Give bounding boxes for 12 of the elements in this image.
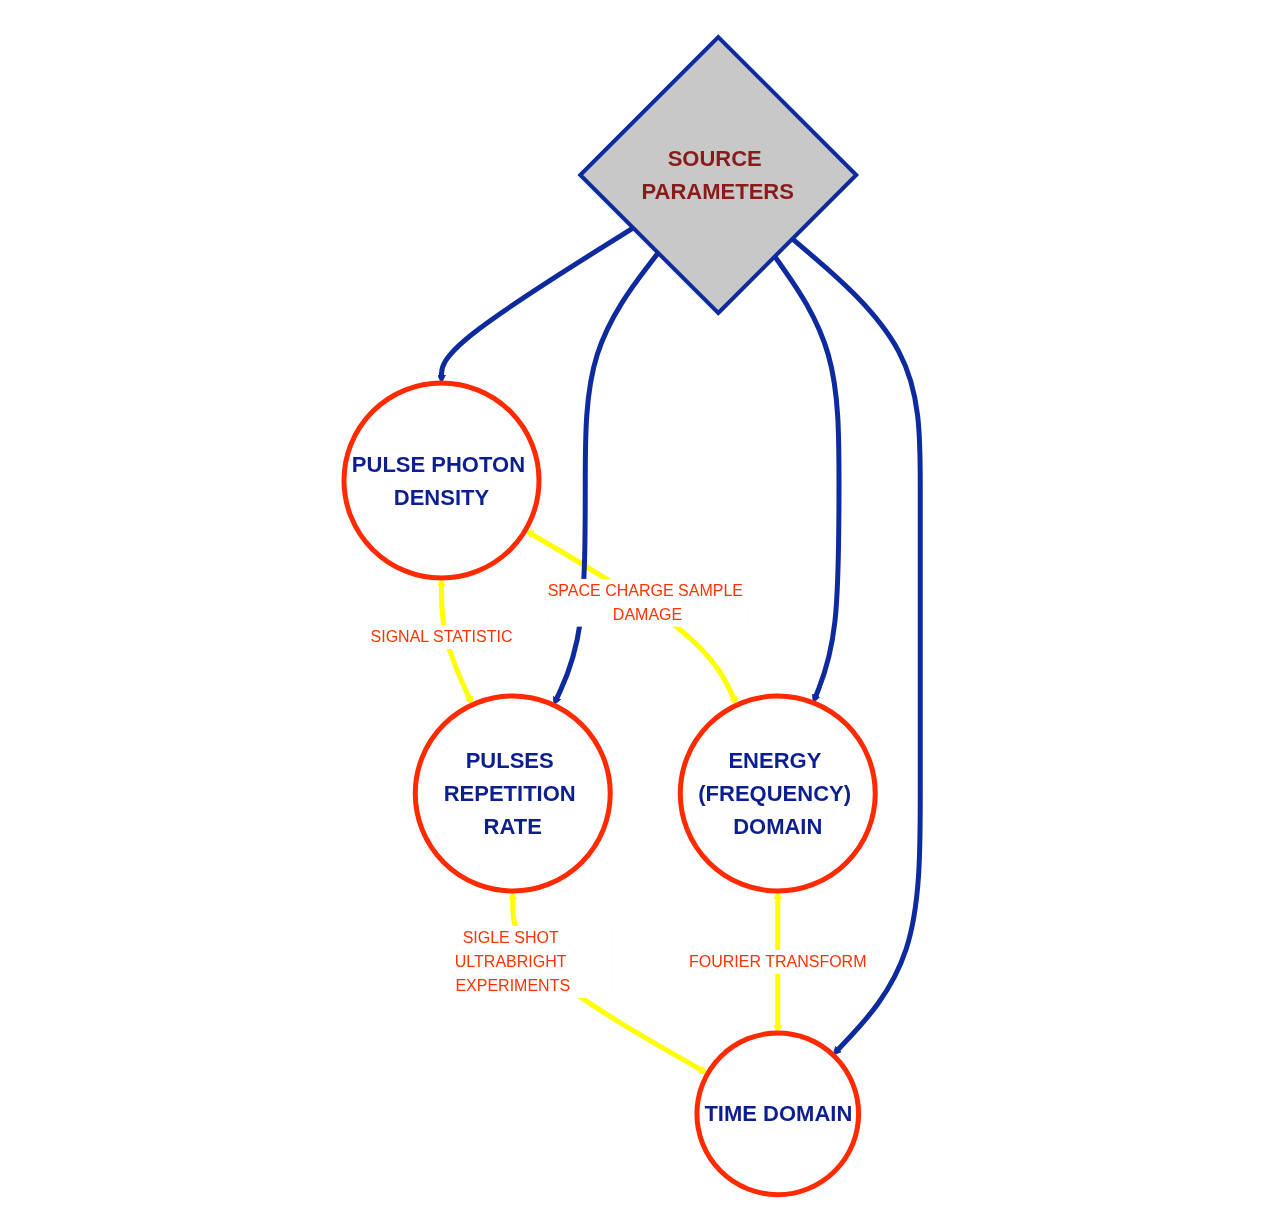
edge-label: SIGNAL STATISTIC [370,627,513,645]
node-diamond: SOURCE PARAMETERS [577,33,859,316]
arrow [772,254,842,703]
edge-label: SPACE CHARGE SAMPLE DAMAGE [547,581,743,623]
node-circle: TIME DOMAIN [694,1030,861,1197]
edge-label: FOURIER TRANSFORM [688,952,867,970]
node-circle: PULSES REPETITION RATE [412,693,613,894]
edge-label: SIGLE SHOT ULTRABRIGHT EXPERIMENTS [454,928,570,994]
arrow [790,236,923,1055]
node-circle: PULSE PHOTON DENSITY [341,380,542,581]
node-circle: ENERGY (FREQUENCY) DOMAIN [677,693,878,894]
arrow [552,251,660,706]
